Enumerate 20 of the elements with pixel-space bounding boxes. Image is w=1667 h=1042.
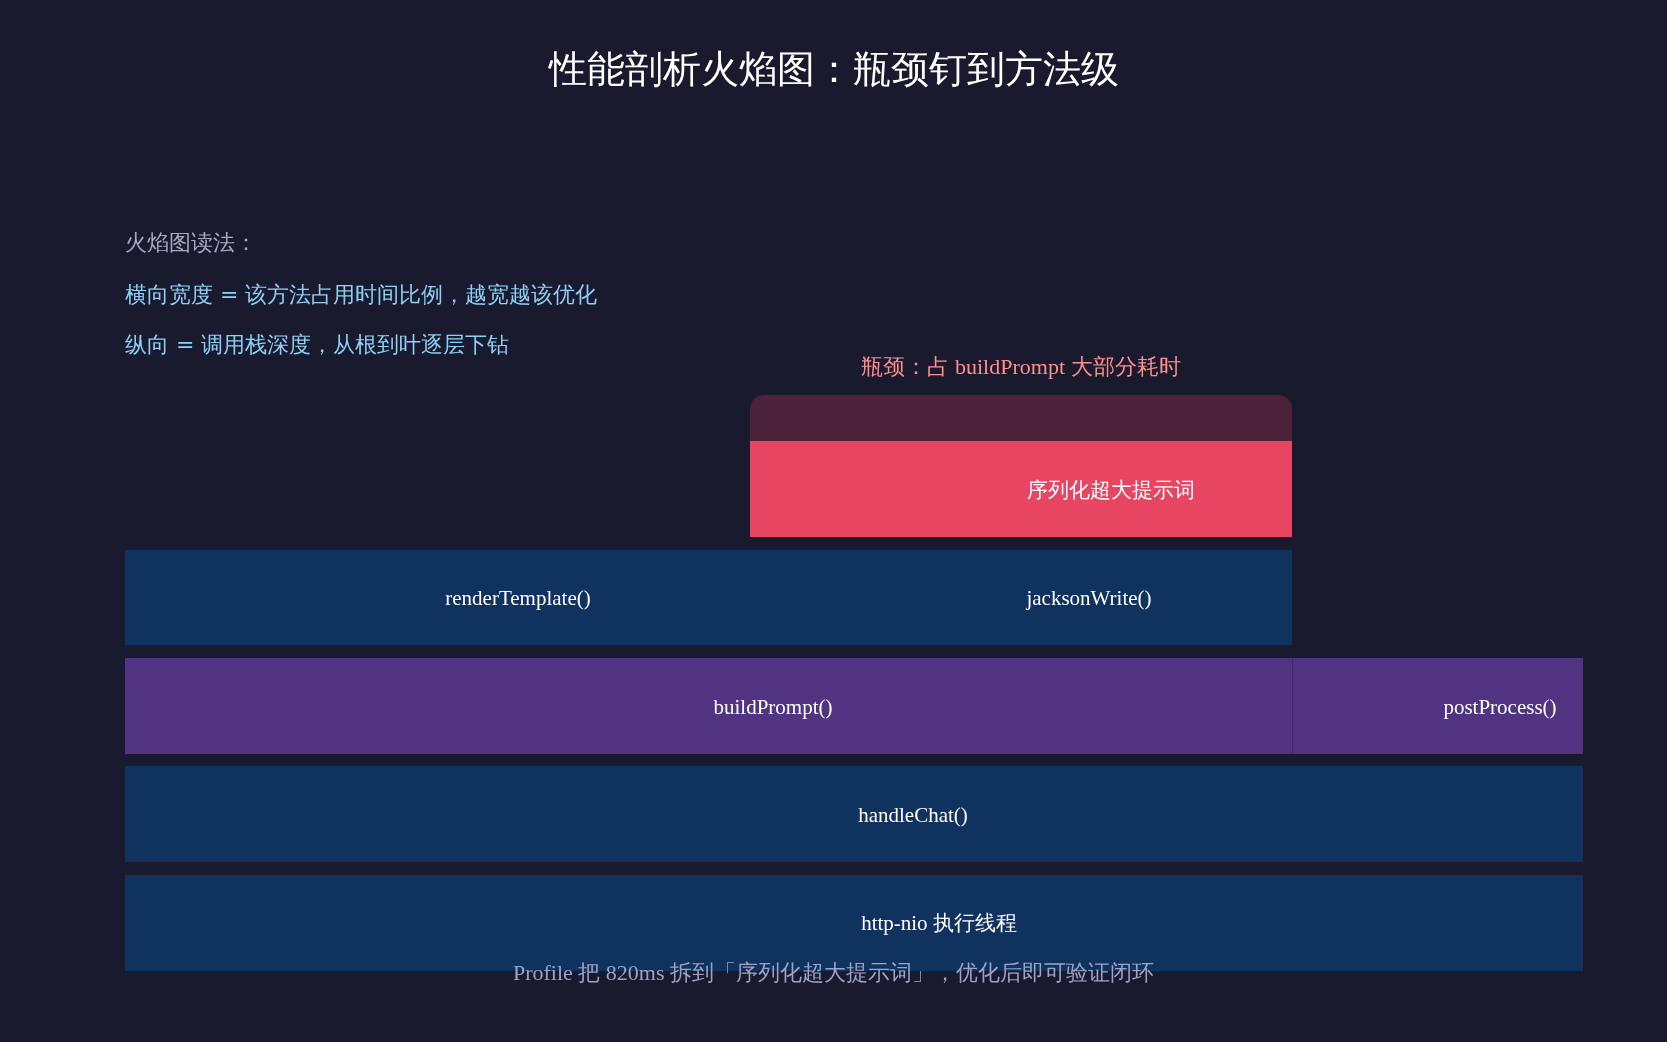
highlight-box <box>750 395 1292 537</box>
diagram-title: 性能剖析火焰图：瓶颈钉到方法级 <box>547 46 1120 93</box>
frame-label: handleChat() <box>858 802 968 828</box>
flame-frame <box>125 550 750 645</box>
legend-note: 火焰图读法： <box>125 229 257 257</box>
flame-frame <box>125 766 1583 862</box>
frame-label: renderTemplate() <box>445 585 591 611</box>
legend-note: 纵向 = 调用栈深度，从根到叶逐层下钻 <box>125 331 510 359</box>
flame-frame <box>125 658 1292 754</box>
frame-label: http-nio 执行线程 <box>861 910 1017 937</box>
flame-frame <box>750 441 1292 537</box>
frame-label: postProcess() <box>1443 694 1557 720</box>
flame-frame <box>750 550 1292 645</box>
frame-label: 序列化超大提示词 <box>1027 477 1195 504</box>
legend-note: 横向宽度 = 该方法占用时间比例，越宽越该优化 <box>125 281 598 309</box>
annotation-text: 瓶颈：占 buildPrompt 大部分耗时 <box>861 353 1181 381</box>
frame-label: buildPrompt() <box>713 694 833 720</box>
caption: Profile 把 820ms 拆到「序列化超大提示词」，优化后即可验证闭环 <box>511 959 1156 987</box>
flame-frame <box>1292 658 1583 754</box>
frame-label: jacksonWrite() <box>1026 585 1152 611</box>
